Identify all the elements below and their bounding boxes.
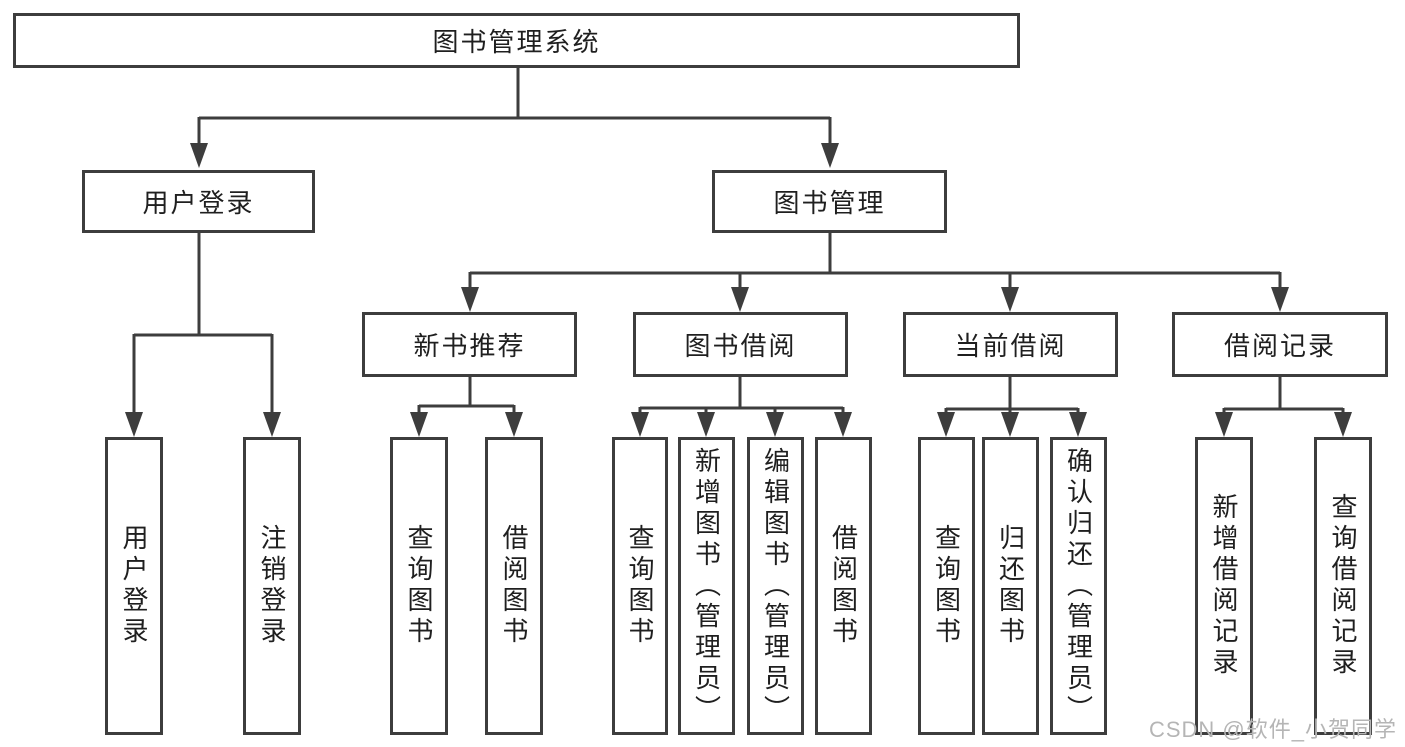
node-label: 用户登录	[142, 188, 255, 218]
node-label: 新增借阅记录	[1209, 493, 1239, 679]
leaf-add-books-admin: 新增图书（管理员）	[678, 437, 735, 735]
node-current-borrow: 当前借阅	[903, 312, 1118, 377]
node-label: 注销登录	[257, 524, 287, 648]
node-label: 用户登录	[119, 524, 149, 648]
node-book-borrow: 图书借阅	[633, 312, 848, 377]
leaf-query-books: 查询图书	[612, 437, 668, 735]
leaf-query-borrow-record: 查询借阅记录	[1314, 437, 1372, 735]
node-label: 当前借阅	[954, 331, 1067, 361]
leaf-borrow-books: 借阅图书	[815, 437, 872, 735]
node-label: 归还图书	[995, 524, 1026, 648]
node-borrow-records: 借阅记录	[1172, 312, 1388, 377]
node-label: 借阅记录	[1223, 331, 1336, 361]
node-new-book-recommend: 新书推荐	[362, 312, 577, 377]
leaf-return-books: 归还图书	[982, 437, 1039, 735]
leaf-borrow-books-recommend: 借阅图书	[485, 437, 543, 735]
node-label: 借阅图书	[828, 524, 859, 648]
node-label: 借阅图书	[499, 524, 529, 648]
node-label: 新增图书（管理员）	[691, 446, 722, 726]
leaf-confirm-return-admin: 确认归还（管理员）	[1050, 437, 1107, 735]
node-label: 编辑图书（管理员）	[760, 446, 791, 726]
node-label: 确认归还（管理员）	[1063, 446, 1094, 726]
leaf-query-books-current: 查询图书	[918, 437, 975, 735]
leaf-add-borrow-record: 新增借阅记录	[1195, 437, 1253, 735]
node-label: 图书借阅	[684, 331, 797, 361]
leaf-query-books-recommend: 查询图书	[390, 437, 448, 735]
node-user-login: 用户登录	[82, 170, 315, 233]
node-label: 查询图书	[404, 524, 434, 648]
node-label: 图书管理系统	[432, 27, 601, 57]
node-label: 查询图书	[625, 524, 655, 648]
leaf-edit-books-admin: 编辑图书（管理员）	[747, 437, 804, 735]
node-label: 查询图书	[931, 524, 962, 648]
csdn-watermark: CSDN @软件_小贺同学	[1148, 717, 1397, 742]
node-label: 新书推荐	[413, 331, 526, 361]
leaf-logout: 注销登录	[243, 437, 301, 735]
node-library-management-system: 图书管理系统	[13, 13, 1020, 68]
node-label: 查询借阅记录	[1328, 493, 1358, 679]
arrowheads	[125, 143, 1352, 437]
node-label: 图书管理	[773, 188, 886, 218]
leaf-user-login: 用户登录	[105, 437, 163, 735]
node-book-management: 图书管理	[712, 170, 947, 233]
